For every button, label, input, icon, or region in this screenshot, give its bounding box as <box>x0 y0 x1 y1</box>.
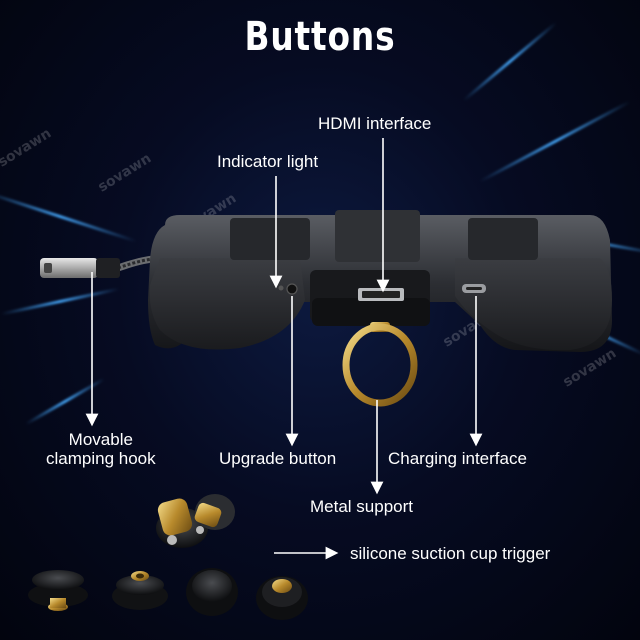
suction-trigger-assembled <box>156 494 235 548</box>
label-upgrade-button: Upgrade button <box>219 449 337 468</box>
label-indicator-light: Indicator light <box>217 152 319 171</box>
label-charging-interface: Charging interface <box>388 449 527 468</box>
upgrade-button <box>286 283 298 295</box>
label-movable-line2: clamping hook <box>46 449 156 468</box>
suction-trigger-4 <box>256 576 308 620</box>
suction-trigger-1 <box>28 570 88 611</box>
metal-ring-support <box>342 322 418 407</box>
leader-lines <box>85 138 483 560</box>
suction-trigger-3 <box>186 568 238 616</box>
hdmi-port <box>358 288 404 301</box>
page-title: Buttons <box>244 14 396 60</box>
indicator-light <box>278 285 284 291</box>
suction-trigger-2 <box>112 571 168 610</box>
label-metal-support: Metal support <box>310 497 413 516</box>
label-hdmi-interface: HDMI interface <box>318 114 432 133</box>
label-movable-line1: Movable <box>68 430 133 449</box>
label-movable-clamping-hook: Movable clamping hook <box>46 430 156 468</box>
label-suction-cup-trigger: silicone suction cup trigger <box>350 544 551 563</box>
charging-port <box>462 284 486 293</box>
usb-c-plug <box>40 258 120 278</box>
